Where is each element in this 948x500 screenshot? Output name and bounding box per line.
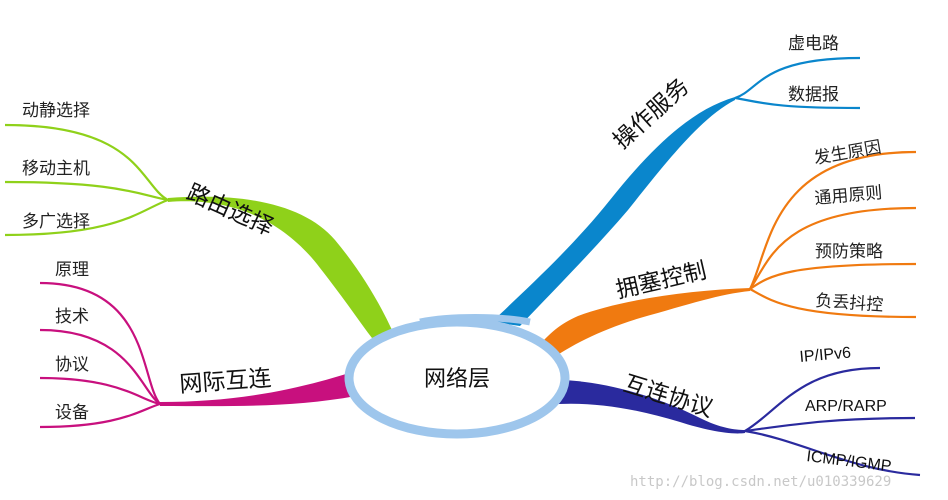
center-node-label: 网络层: [424, 367, 490, 392]
leaf-routing-1: 动静选择: [22, 101, 90, 121]
center-node-shape: [344, 317, 570, 439]
trunk-protocols: [558, 380, 745, 434]
leaf-congestion-4: 负丢抖控: [815, 291, 884, 316]
branch-interconnect-label: 网际互连: [179, 366, 273, 398]
leaf-service-1: 虚电路: [788, 34, 839, 54]
leaf-protocols-3: ICMP/IGMP: [806, 448, 893, 475]
congestion-leaf-lines: [749, 150, 917, 319]
branch-routing-label: 路由选择: [183, 180, 278, 241]
leaf-interconnect-2: 技术: [55, 307, 89, 327]
leaf-interconnect-4: 设备: [55, 403, 89, 423]
leaf-routing-2: 移动主机: [22, 159, 90, 179]
service-leaf-lines: [734, 56, 861, 110]
routing-leaf-lines: [4, 123, 169, 237]
leaf-service-2: 数据报: [788, 85, 839, 105]
interconnect-leaf-lines: [39, 281, 161, 429]
leaf-protocols-1: IP/IPv6: [799, 345, 852, 366]
leaf-congestion-1: 发生原因: [812, 137, 882, 169]
leaf-protocols-2: ARP/RARP: [805, 398, 887, 415]
center-node-stroke-tail: [419, 314, 531, 326]
leaf-routing-3: 多广选择: [22, 212, 90, 232]
leaf-congestion-2: 通用原则: [814, 183, 883, 209]
trunk-interconnect: [160, 372, 356, 407]
trunk-congestion: [544, 288, 750, 360]
leaf-congestion-3: 预防策略: [815, 242, 883, 262]
watermark: http://blog.csdn.net/u010339629: [630, 474, 891, 490]
trunk-routing: [168, 196, 392, 338]
protocols-leaf-lines: [744, 366, 921, 477]
leaf-interconnect-3: 协议: [55, 355, 89, 375]
leaf-interconnect-1: 原理: [55, 260, 89, 280]
trunk-service: [492, 97, 735, 326]
